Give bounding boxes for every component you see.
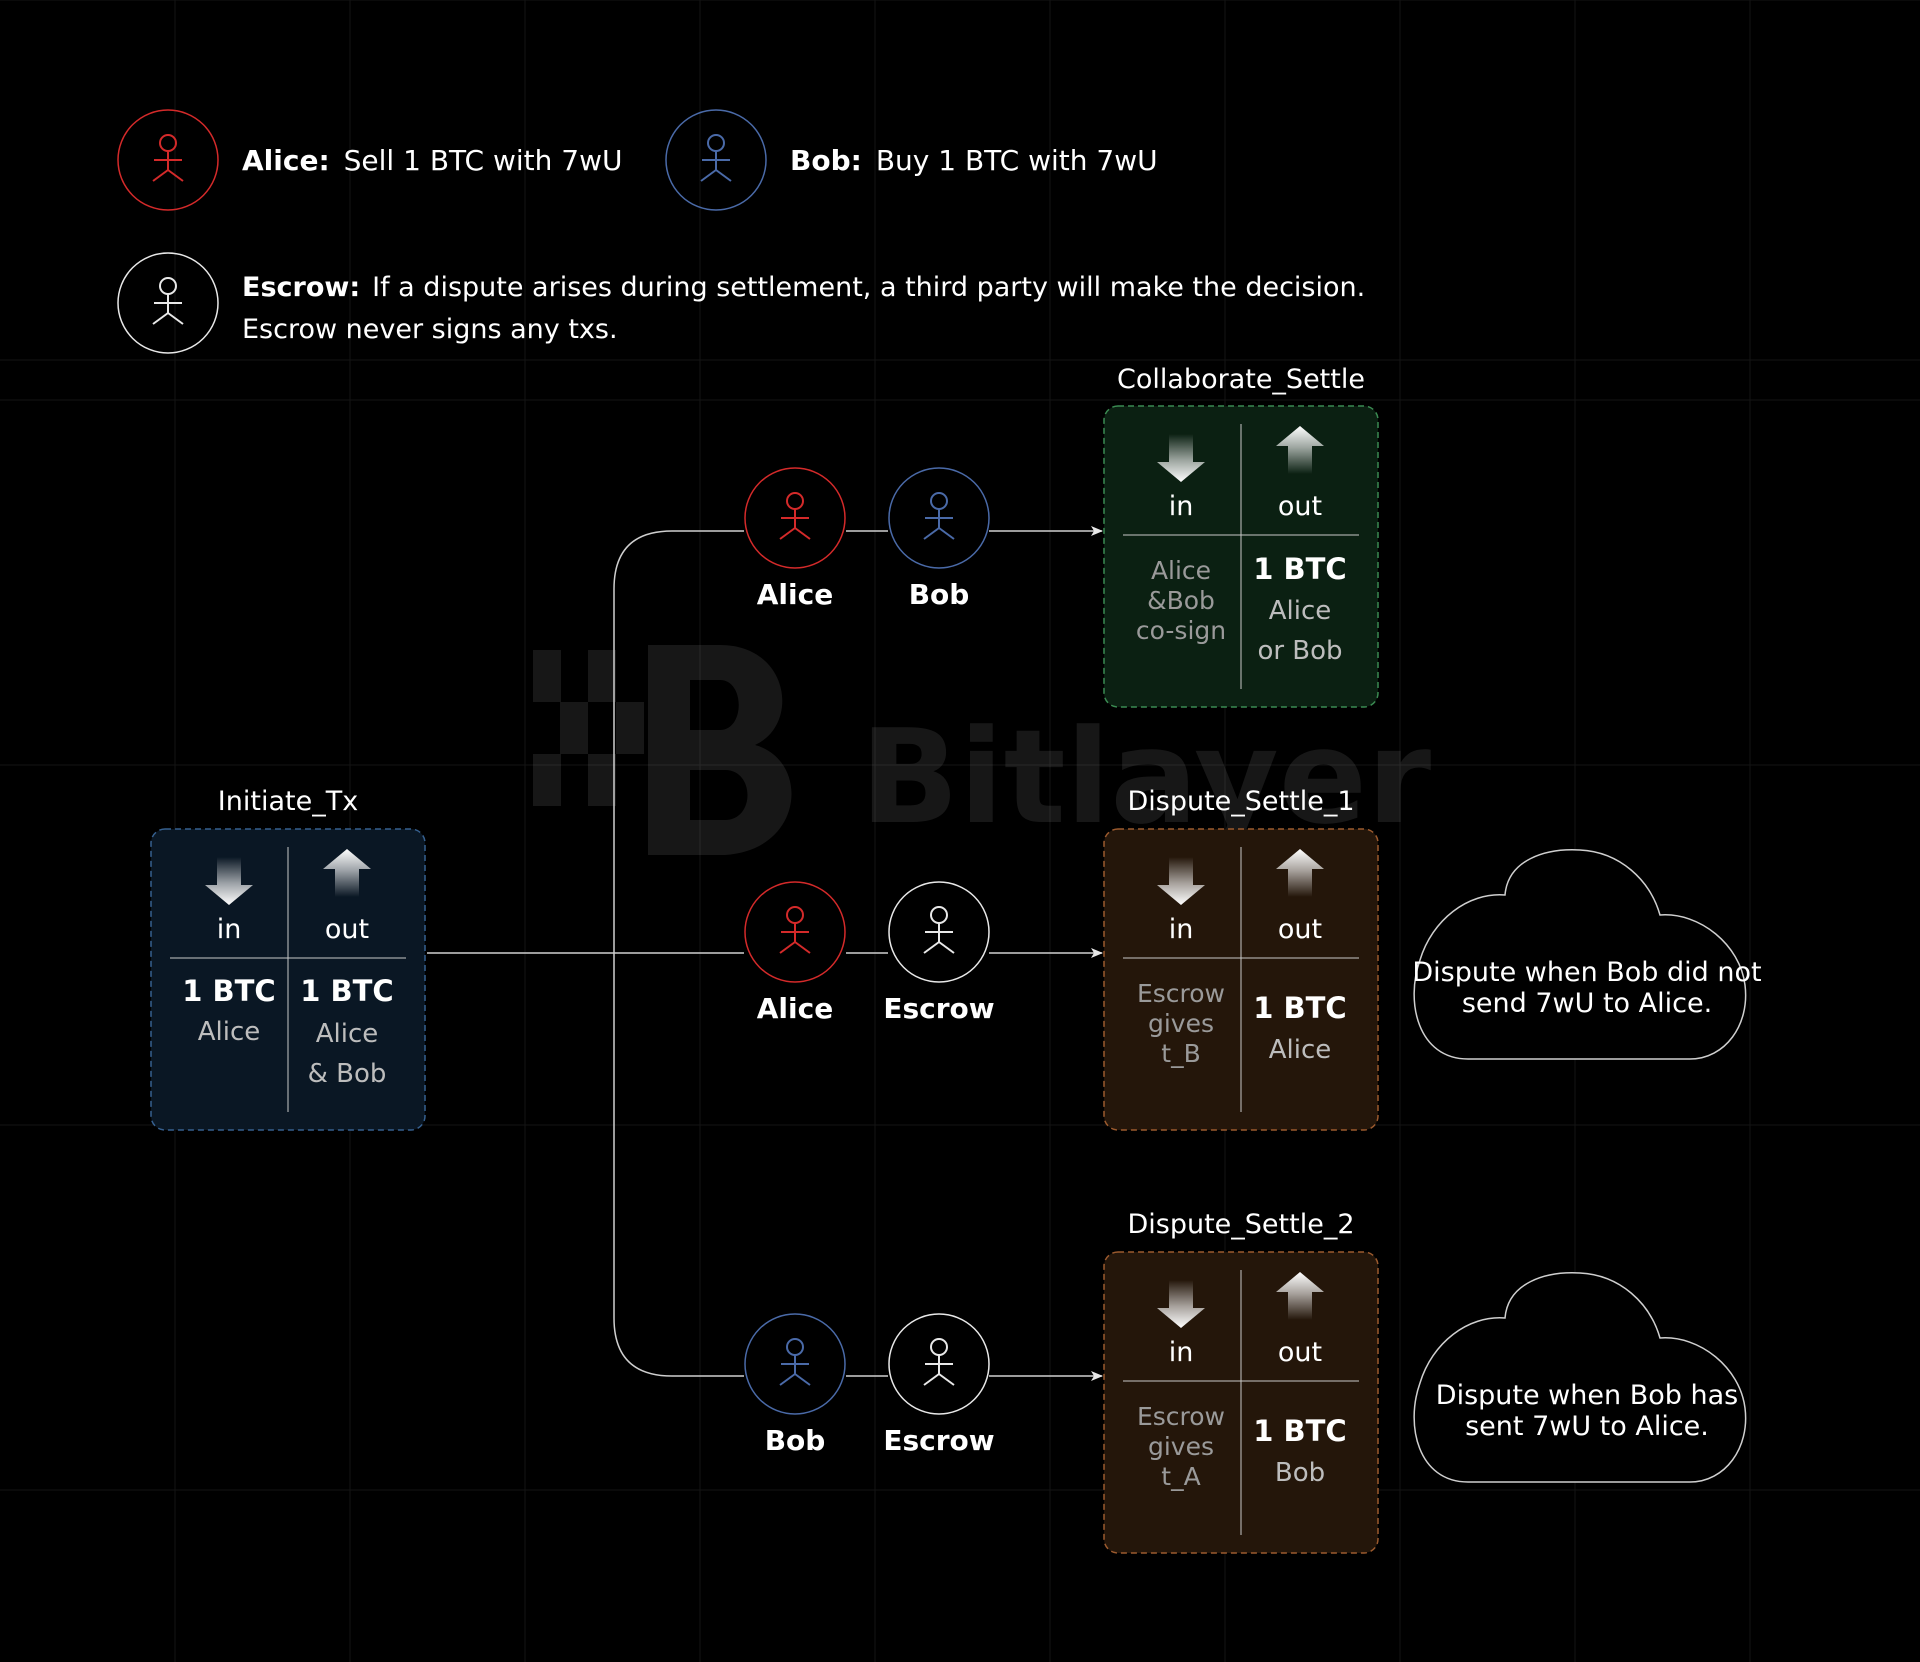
tx-out-label: out	[1278, 914, 1322, 945]
tx-in-line1: Alice	[1151, 556, 1211, 585]
bob-person-icon	[700, 134, 732, 182]
escrow-avatar	[117, 252, 219, 354]
signer-label: Alice	[757, 578, 833, 611]
tx-in-line1: Escrow	[1137, 1402, 1225, 1431]
tx-in-value: 1 BTC	[182, 974, 275, 1008]
legend-bob: Bob: Buy 1 BTC with 7wU	[665, 109, 1158, 211]
legend-escrow-desc1: If a dispute arises during settlement, a…	[372, 272, 1365, 303]
legend-alice: Alice: Sell 1 BTC with 7wU	[117, 109, 622, 211]
tx-out-label: out	[325, 914, 369, 945]
cloud-shape	[1413, 849, 1747, 1060]
connector-branch-curve	[613, 530, 744, 1377]
legend-bob-desc: Buy 1 BTC with 7wU	[876, 144, 1158, 177]
tx-dispute1: Dispute_Settle_1 in out Escrow gives t_B…	[1103, 786, 1379, 1131]
signer-label: Escrow	[883, 1424, 994, 1457]
legend-bob-text: Bob: Buy 1 BTC with 7wU	[790, 144, 1158, 177]
tx-in-label: in	[217, 914, 242, 945]
alice-avatar	[117, 109, 219, 211]
alice-person-icon	[152, 134, 184, 182]
tx-out-value: 1 BTC	[1253, 552, 1346, 586]
connectors	[427, 526, 1103, 1381]
cloud-dispute1: Dispute when Bob did not send 7wU to Ali…	[1412, 849, 1762, 1060]
tx-out-label: out	[1278, 1337, 1322, 1368]
tx-out-owner: Alice	[1269, 1035, 1332, 1065]
bob-avatar	[665, 109, 767, 211]
legend-alice-name: Alice:	[242, 144, 330, 177]
cloud-shape	[1413, 1272, 1747, 1483]
signer-alice-1: Alice	[744, 467, 846, 611]
signers-row3: Bob Escrow	[744, 1313, 995, 1457]
cloud-dispute2: Dispute when Bob has sent 7wU to Alice.	[1413, 1272, 1747, 1483]
legend-alice-desc: Sell 1 BTC with 7wU	[344, 144, 623, 177]
tx-in-label: in	[1169, 914, 1194, 945]
signer-label: Bob	[909, 578, 970, 611]
legend: Alice: Sell 1 BTC with 7wU Bob: Buy 1 BTC …	[117, 109, 1365, 354]
legend-escrow-line1: Escrow: If a dispute arises during settle…	[242, 272, 1365, 303]
legend-alice-text: Alice: Sell 1 BTC with 7wU	[242, 144, 622, 177]
signers-row1: Alice Bob	[744, 467, 990, 611]
tx-initiate-title: Initiate_Tx	[218, 786, 358, 817]
signer-alice-2: Alice	[744, 881, 846, 1025]
legend-escrow: Escrow: If a dispute arises during settle…	[117, 252, 1365, 354]
signer-bob-3: Bob	[744, 1313, 846, 1457]
tx-initiate: Initiate_Tx in out 1 BTC Alice 1 BTC Ali…	[150, 786, 426, 1131]
tx-in-line1: Escrow	[1137, 979, 1225, 1008]
signer-label: Alice	[757, 992, 833, 1025]
signer-label: Bob	[765, 1424, 826, 1457]
tx-out-value: 1 BTC	[1253, 991, 1346, 1025]
bitlayer-watermark: Bitlayer	[533, 645, 1431, 855]
tx-in-label: in	[1169, 1337, 1194, 1368]
legend-escrow-name: Escrow:	[242, 272, 360, 303]
tx-out-value: 1 BTC	[1253, 1414, 1346, 1448]
tx-out-line1: Alice	[1269, 596, 1332, 626]
tx-in-line2: &Bob	[1147, 586, 1215, 615]
legend-escrow-desc2: Escrow never signs any txs.	[242, 314, 618, 345]
signer-label: Escrow	[883, 992, 994, 1025]
tx-dispute2-title: Dispute_Settle_2	[1127, 1209, 1354, 1240]
tx-out-owner-line2: & Bob	[308, 1059, 387, 1089]
bitlayer-logo-icon	[533, 645, 792, 855]
legend-bob-name: Bob:	[790, 144, 862, 177]
signer-escrow-3: Escrow	[883, 1313, 995, 1457]
tx-dispute2: Dispute_Settle_2 in out Escrow gives t_A…	[1103, 1209, 1379, 1554]
tx-out-line2: or Bob	[1257, 636, 1342, 666]
tx-in-line3: t_A	[1161, 1462, 1200, 1491]
tx-out-value: 1 BTC	[300, 974, 393, 1008]
cloud-text-line1: Dispute when Bob has	[1436, 1380, 1738, 1411]
tx-in-owner: Alice	[198, 1017, 261, 1047]
cloud-text-line2: send 7wU to Alice.	[1462, 988, 1712, 1019]
tx-in-line3: co-sign	[1136, 616, 1226, 645]
escrow-person-icon	[152, 277, 184, 325]
tx-in-label: in	[1169, 491, 1194, 522]
tx-in-line2: gives	[1148, 1432, 1214, 1461]
tx-in-line2: gives	[1148, 1009, 1214, 1038]
tx-collaborate-title: Collaborate_Settle	[1117, 364, 1365, 395]
tx-out-label: out	[1278, 491, 1322, 522]
watermark-text: Bitlayer	[860, 701, 1431, 853]
cloud-text-line2: sent 7wU to Alice.	[1465, 1411, 1709, 1442]
cloud-text-line1: Dispute when Bob did not	[1412, 957, 1761, 988]
tx-out-owner: Bob	[1275, 1458, 1325, 1488]
signer-escrow-2: Escrow	[883, 881, 995, 1025]
tx-dispute1-title: Dispute_Settle_1	[1127, 786, 1354, 817]
tx-in-line3: t_B	[1161, 1039, 1200, 1068]
signer-bob-1: Bob	[888, 467, 990, 611]
tx-out-owner-line1: Alice	[316, 1019, 379, 1049]
tx-collaborate: Collaborate_Settle in out Alice &Bob co-…	[1103, 364, 1379, 708]
signers-row2: Alice Escrow	[744, 881, 995, 1025]
